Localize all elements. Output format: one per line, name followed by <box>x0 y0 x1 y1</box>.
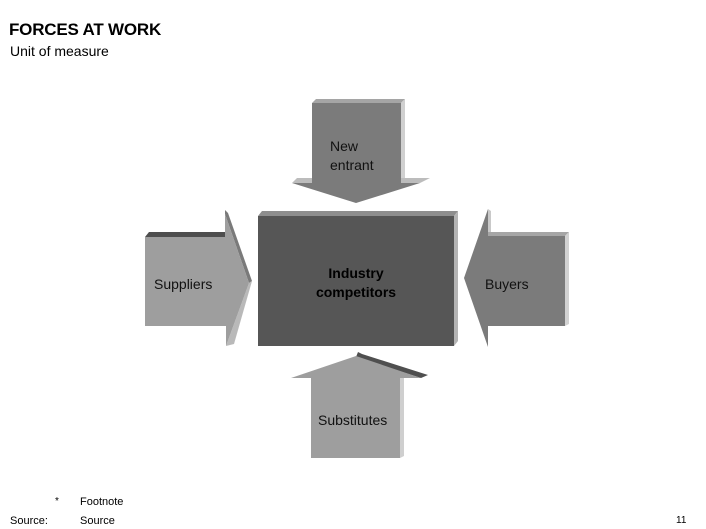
footnote-text: Footnote <box>80 496 124 508</box>
label-industry-competitors: Industry competitors <box>315 265 397 300</box>
arrow-suppliers <box>145 210 252 346</box>
center-box <box>258 211 458 346</box>
page-subtitle: Unit of measure <box>10 43 109 59</box>
arrow-new-entrant <box>292 99 430 203</box>
label-new-entrant: New entrant <box>330 138 374 173</box>
page-number: 11 <box>676 515 687 526</box>
source-text: Source <box>80 515 115 527</box>
arrow-buyers <box>464 209 569 347</box>
label-buyers: Buyers <box>485 276 529 292</box>
page-title: FORCES AT WORK <box>9 20 162 39</box>
source-label: Source: <box>10 515 48 527</box>
label-substitutes: Substitutes <box>318 412 388 428</box>
footnote-mark: * <box>55 496 59 507</box>
arrow-substitutes <box>291 352 428 458</box>
label-suppliers: Suppliers <box>154 276 213 292</box>
